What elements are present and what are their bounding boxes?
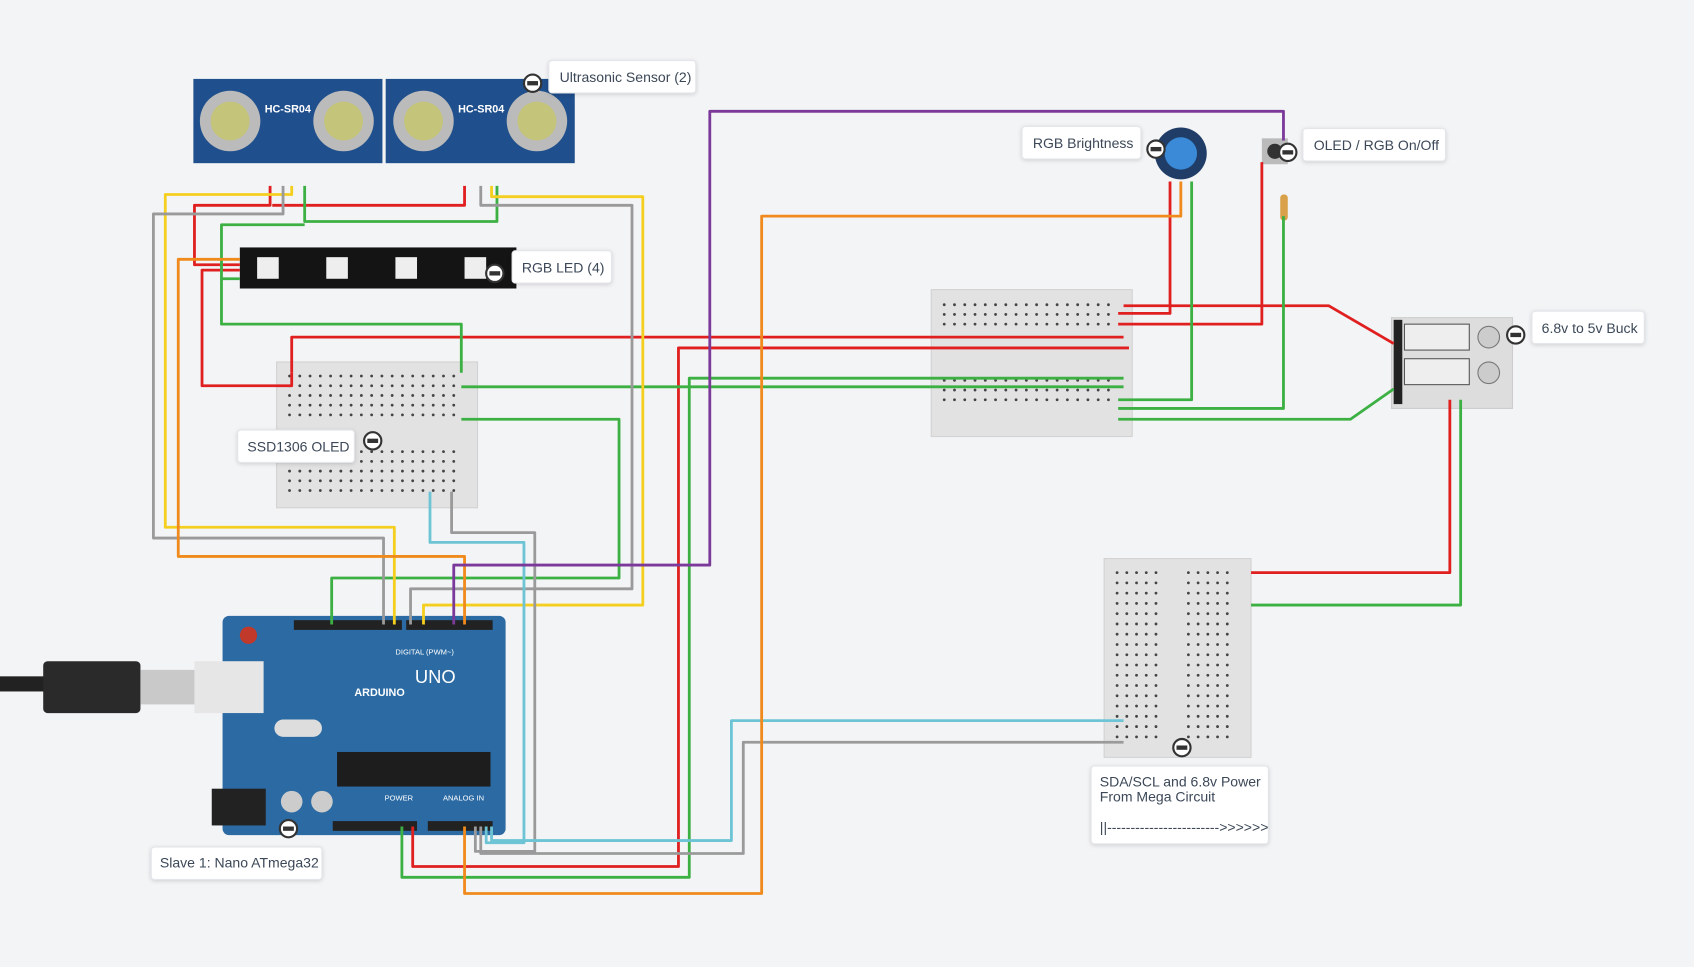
tag-slave[interactable]: Slave 1: Nano ATmega32 <box>150 846 323 880</box>
minus-circle-icon[interactable] <box>278 818 299 839</box>
collapse-knobs[interactable] <box>278 73 1526 839</box>
arduino-brand: ARDUINO <box>354 687 404 699</box>
wire-gray <box>450 491 537 853</box>
tag-sda-scl[interactable]: SDA/SCL and 6.8v Power From Mega Circuit… <box>1090 765 1269 845</box>
wire-yellow <box>422 185 645 625</box>
minus-circle-icon[interactable] <box>1506 325 1526 345</box>
tag-rgb-led[interactable]: RGB LED (4) <box>511 250 613 284</box>
wire-gray <box>409 185 634 625</box>
potentiometer[interactable] <box>1154 127 1207 180</box>
minus-circle-icon[interactable] <box>485 263 505 284</box>
wires <box>152 109 1463 895</box>
tag-text: OLED / RGB On/Off <box>1314 137 1439 153</box>
tag-oled[interactable]: SSD1306 OLED <box>237 429 355 463</box>
wire-red <box>1118 162 1264 326</box>
wire-red <box>411 346 1129 868</box>
wire-gray <box>152 185 385 625</box>
ultrasonic-sensor-1[interactable]: HC-SR04 <box>193 78 383 164</box>
resistor <box>1280 194 1288 221</box>
buck-converter[interactable] <box>1390 317 1514 409</box>
digital-header-label: DIGITAL (PWM~) <box>395 648 454 657</box>
arduino-model: UNO <box>415 666 456 687</box>
wire-red <box>272 185 466 207</box>
tag-text: Slave 1: Nano ATmega32 <box>160 855 319 871</box>
wire-cyan <box>428 491 526 845</box>
usb-cable <box>0 661 195 714</box>
minus-circle-icon[interactable] <box>363 431 383 451</box>
minus-circle-icon[interactable] <box>522 73 543 93</box>
arduino-uno-board[interactable]: ARDUINO UNO DIGITAL (PWM~) POWER ANALOG … <box>194 615 506 836</box>
rgb-led-strip[interactable] <box>239 247 517 289</box>
wire-orange <box>463 181 1183 895</box>
tag-text: From Mega Circuit <box>1100 789 1215 805</box>
wire-red <box>193 185 272 267</box>
wire-red <box>290 335 1124 373</box>
wire-green <box>303 185 499 223</box>
wire-green <box>220 278 463 373</box>
sensor-model-label: HC-SR04 <box>265 103 311 115</box>
wire-yellow <box>163 185 396 625</box>
wire-red <box>1251 399 1452 575</box>
tag-text: RGB Brightness <box>1033 135 1134 151</box>
wire-cyan <box>490 719 1124 842</box>
tag-rgb-brightness[interactable]: RGB Brightness <box>1021 125 1142 160</box>
minus-circle-icon[interactable] <box>1172 737 1192 758</box>
tag-text: RGB LED (4) <box>522 259 605 275</box>
wire-red <box>200 268 294 388</box>
tag-text: SSD1306 OLED <box>247 439 349 455</box>
minus-circle-icon[interactable] <box>1278 142 1298 163</box>
wire-gray <box>479 740 1124 855</box>
sensor-model-label: HC-SR04 <box>458 103 504 115</box>
wire-green <box>1118 181 1194 402</box>
wire-red <box>1118 181 1172 315</box>
minus-circle-icon[interactable] <box>1146 139 1166 159</box>
wire-purple <box>452 109 1285 625</box>
wire-green <box>220 223 305 281</box>
tag-text: ||------------------------>>>>>> <box>1100 819 1269 835</box>
analog-header-label: ANALOG IN <box>443 794 484 803</box>
tag-text: SDA/SCL and 6.8v Power <box>1100 774 1261 790</box>
right-breadboard[interactable] <box>930 289 1133 438</box>
power-breadboard[interactable] <box>1103 558 1252 758</box>
wire-green <box>1118 216 1285 410</box>
tag-oled-rgb-switch[interactable]: OLED / RGB On/Off <box>1302 128 1447 162</box>
wire-green <box>1118 387 1395 421</box>
wire-green <box>400 376 1124 879</box>
ultrasonic-sensor-2[interactable]: HC-SR04 <box>385 78 575 164</box>
wire-orange <box>176 257 466 625</box>
tag-text: 6.8v to 5v Buck <box>1542 320 1639 336</box>
tag-ultrasonic[interactable]: Ultrasonic Sensor (2) <box>548 60 697 94</box>
wire-green <box>1251 399 1463 607</box>
tag-text: Ultrasonic Sensor (2) <box>560 69 692 85</box>
wire-green <box>330 417 621 625</box>
power-header-label: POWER <box>385 794 414 803</box>
tag-buck[interactable]: 6.8v to 5v Buck <box>1531 310 1645 345</box>
